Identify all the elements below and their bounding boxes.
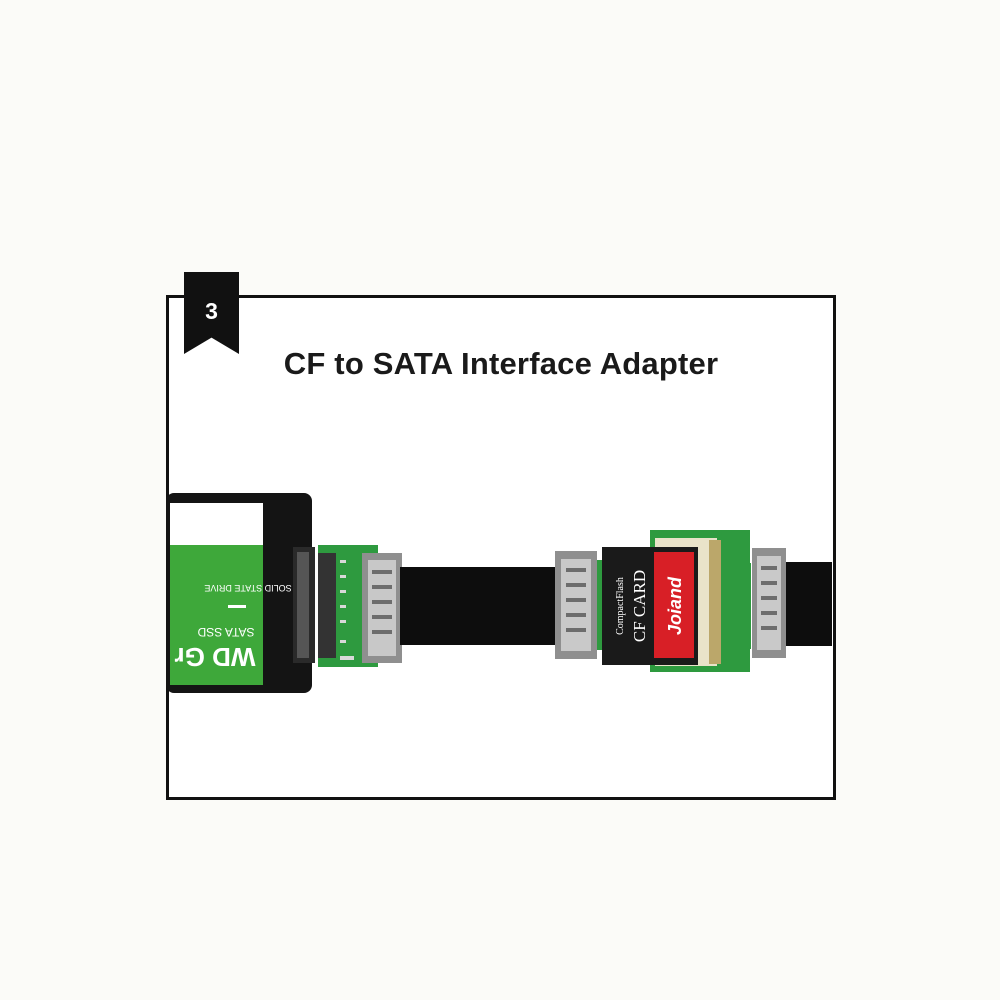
page-title: CF to SATA Interface Adapter	[283, 346, 719, 381]
step-number: 3	[205, 298, 218, 324]
